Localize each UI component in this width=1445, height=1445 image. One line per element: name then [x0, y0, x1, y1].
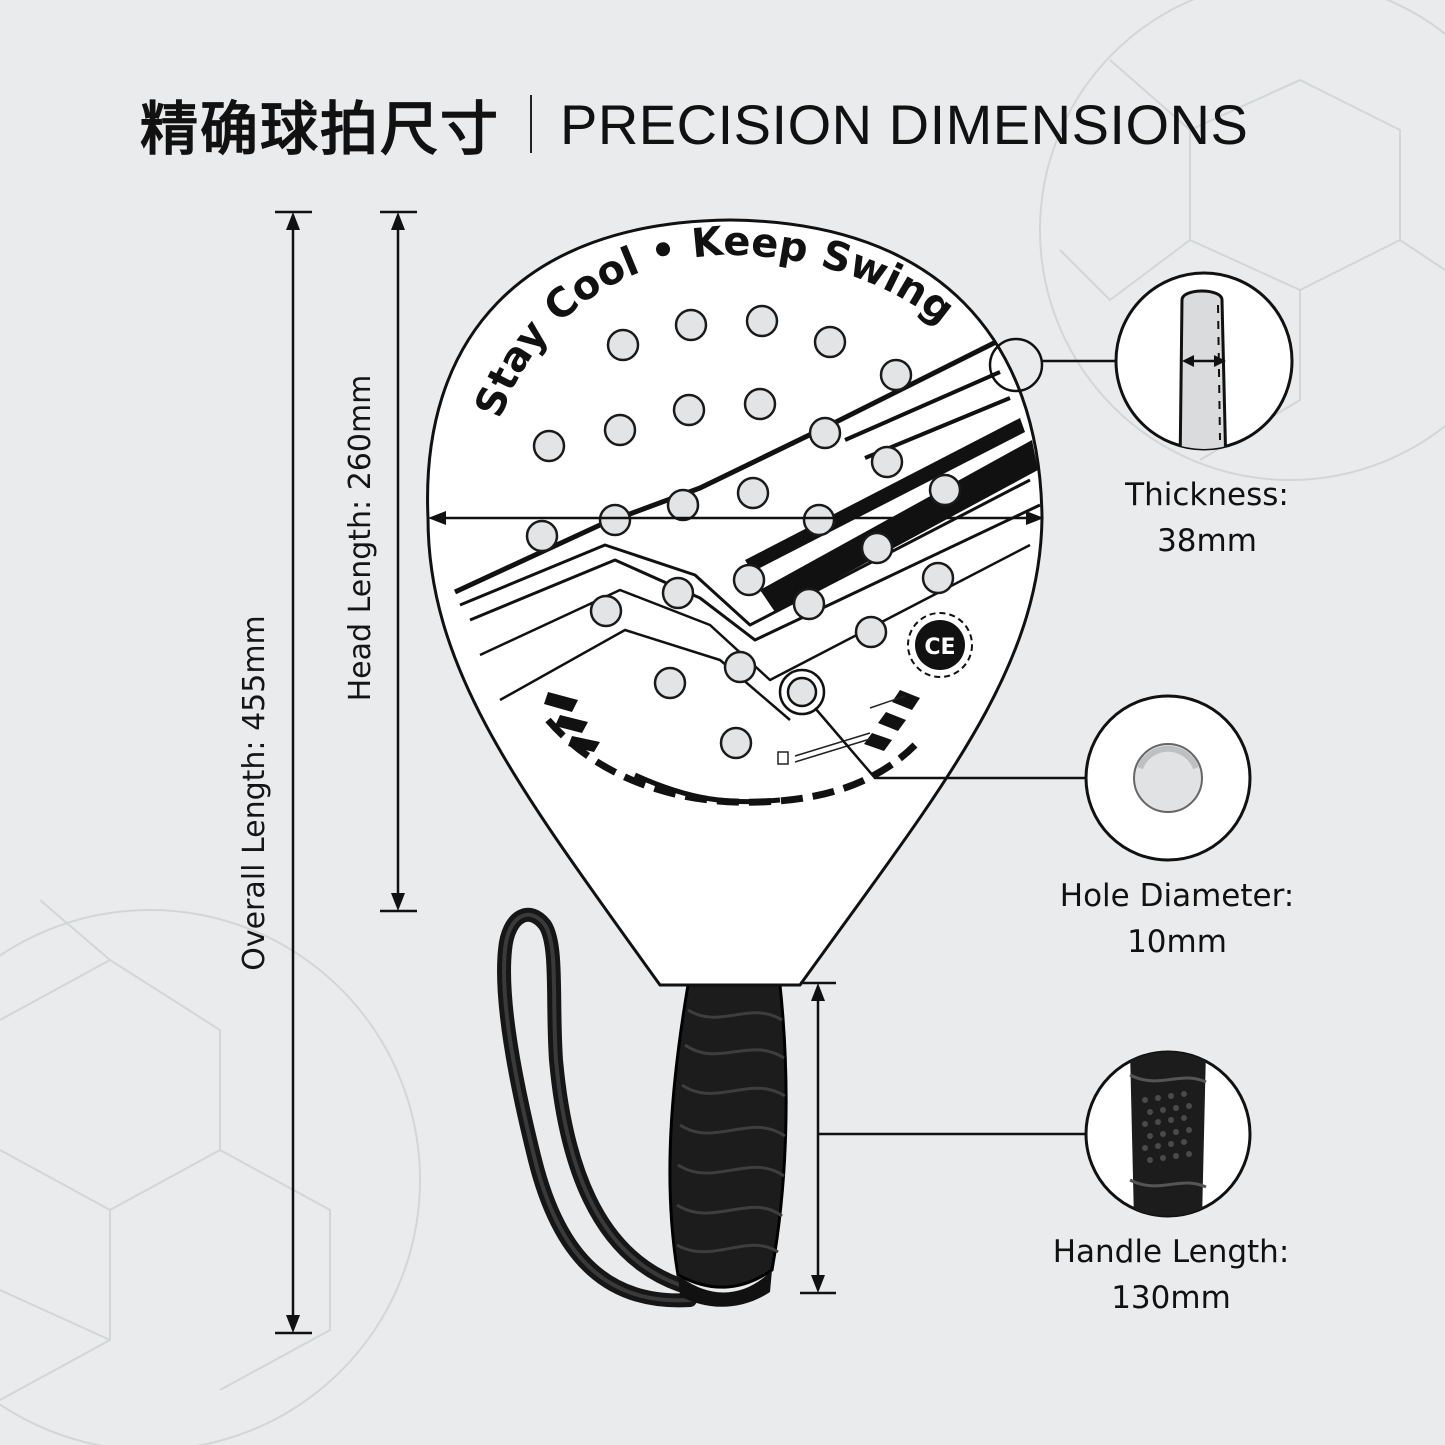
handle-length-arrow — [800, 981, 1086, 1295]
ce-badge-icon: CE — [907, 612, 973, 678]
handle-label: Handle Length: — [1052, 1234, 1290, 1270]
paddle-grip — [668, 983, 788, 1307]
title-chinese: 精确球拍尺寸 — [140, 95, 501, 163]
hole-label: Hole Diameter: — [1059, 878, 1295, 914]
handle-zoom-icon — [1084, 1050, 1252, 1218]
title-row: 精确球拍尺寸 PRECISION DIMENSIONS — [140, 84, 1248, 164]
thickness-zoom-icon — [1114, 271, 1294, 451]
width-arrow — [428, 511, 1044, 525]
overall-length-label: Overall Length: 455mm — [237, 615, 272, 971]
head-length-label: Head Length: 260mm — [343, 374, 378, 702]
hole-value: 10mm — [1127, 924, 1227, 960]
hole-zoom-icon — [1084, 694, 1252, 862]
handle-spec: Handle Length: 130mm — [1011, 1229, 1331, 1321]
face-holes — [525, 304, 962, 760]
title-english: PRECISION DIMENSIONS — [560, 92, 1249, 156]
ce-badge-label: CE — [924, 635, 955, 660]
overall-length-arrow — [275, 210, 312, 1335]
hole-spec: Hole Diameter: 10mm — [1017, 873, 1337, 965]
leader-lines — [814, 359, 1116, 780]
paddle-head: Stay Cool • Keep Swinging CE — [0, 0, 1044, 987]
thickness-spec: Thickness: 38mm — [1047, 472, 1367, 564]
thickness-label: Thickness: — [1125, 477, 1289, 513]
thickness-value: 38mm — [1157, 523, 1257, 559]
handle-value: 130mm — [1111, 1280, 1231, 1316]
highlighted-hole — [778, 668, 826, 716]
head-length-arrow — [380, 210, 417, 913]
title-divider — [530, 95, 533, 153]
thickness-marker — [988, 337, 1044, 393]
wrist-strap — [497, 907, 697, 1308]
